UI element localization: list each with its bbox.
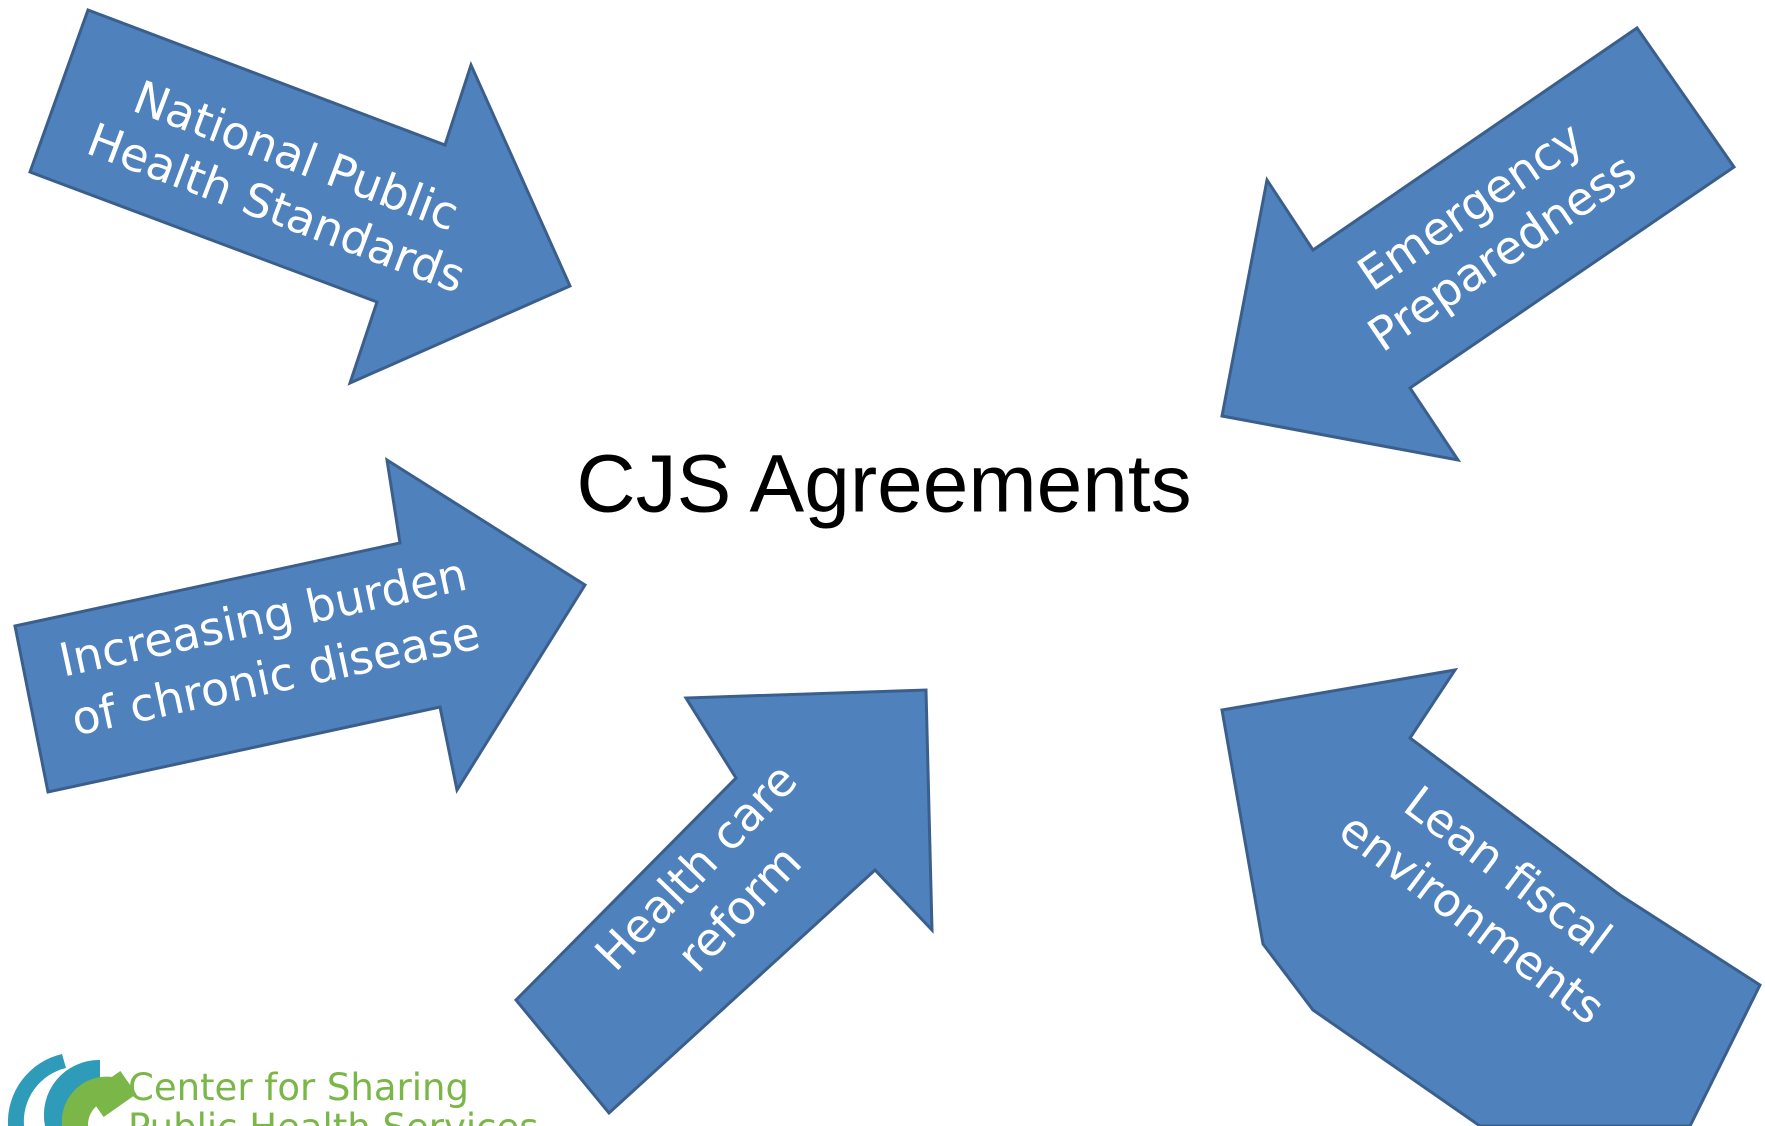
arrow-emergency-preparedness: Emergency Preparedness: [1220, 25, 1737, 463]
center-label: CJS Agreements: [576, 439, 1191, 530]
logo-emblem-icon: [7, 1054, 137, 1126]
logo-line2: Public Health Services: [128, 1106, 539, 1126]
arrow-national-standards: National Public Health Standards: [28, 8, 572, 386]
arrow-health-care-reform: Health care reform: [513, 688, 934, 1116]
logo: Center for Sharing Public Health Service…: [7, 1054, 539, 1126]
arrow-shape: [513, 688, 934, 1116]
arrow-chronic-disease: Increasing burden of chronic disease: [13, 456, 588, 794]
arrow-lean-fiscal: Lean fiscal environments: [1220, 667, 1762, 1126]
arrow-shape: [1220, 667, 1762, 1126]
arrow-shape: [28, 8, 572, 386]
slide-title: Drivers: [719, 0, 1067, 22]
arrow-shape: [13, 456, 588, 794]
logo-line1: Center for Sharing: [128, 1066, 469, 1109]
arrow-shape: [1220, 25, 1737, 463]
